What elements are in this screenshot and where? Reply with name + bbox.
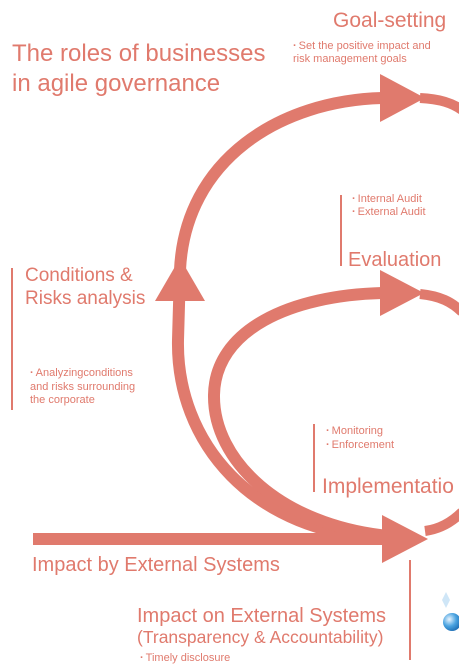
offscreen-curve-middle	[419, 289, 459, 316]
implementation-bullet: Monitoring	[326, 425, 394, 439]
conditions-detail-line: the corporate	[30, 394, 95, 406]
impact-on-external-bullets: Timely disclosure	[140, 652, 231, 665]
offscreen-curve-bottom	[424, 508, 459, 536]
conditions-heading-line: Conditions &	[25, 265, 133, 286]
conditions-detail: Analyzingconditions and risks surroundin…	[30, 367, 135, 408]
globe-icon	[442, 592, 459, 631]
implementation-bullet: Enforcement	[326, 439, 394, 453]
impact-by-external-label: Impact by External Systems	[32, 554, 280, 576]
external-impact-arrowhead	[382, 515, 428, 563]
outer-cycle-arrow	[171, 92, 393, 545]
conditions-divider	[11, 268, 13, 410]
title-line-1: The roles of businesses	[12, 40, 266, 67]
conditions-heading: Conditions & Risks analysis	[25, 264, 145, 310]
outer-cycle-arrowhead-left	[155, 258, 205, 301]
external-divider	[409, 560, 411, 660]
conditions-detail-line: and risks surrounding	[30, 380, 136, 393]
goal-setting-detail: Set the positive impact and risk managem…	[293, 40, 431, 66]
impact-on-external-subheading: (Transparency & Accountability)	[137, 627, 384, 647]
evaluation-divider	[340, 195, 342, 266]
inner-cycle-arrow	[207, 287, 389, 542]
outer-cycle-arrowhead-top	[380, 74, 425, 122]
goal-setting-heading: Goal-setting	[333, 9, 447, 32]
offscreen-curve-top	[419, 93, 459, 115]
inner-cycle-arrowhead	[380, 270, 424, 316]
evaluation-bullet: External Audit	[352, 206, 426, 219]
impact-on-external-bullet: Timely disclosure	[140, 652, 231, 665]
impact-on-external-heading: Impact on External Systems	[137, 605, 386, 627]
implementation-divider	[313, 424, 315, 492]
conditions-heading-line: Risks analysis	[25, 288, 146, 309]
implementation-bullets: Monitoring Enforcement	[326, 425, 394, 452]
diagram-title: The roles of businesses in agile governa…	[12, 39, 265, 99]
evaluation-bullets: Internal Audit External Audit	[352, 193, 426, 219]
title-line-2: in agile governance	[12, 70, 221, 97]
evaluation-heading: Evaluation	[348, 249, 442, 271]
conditions-detail-line: Analyzingconditions	[30, 367, 135, 381]
goal-setting-detail-line: risk management goals	[293, 53, 407, 65]
goal-setting-detail-line: Set the positive impact and	[293, 40, 431, 53]
evaluation-bullet: Internal Audit	[352, 193, 426, 206]
implementation-heading: Implementatio	[322, 475, 454, 498]
